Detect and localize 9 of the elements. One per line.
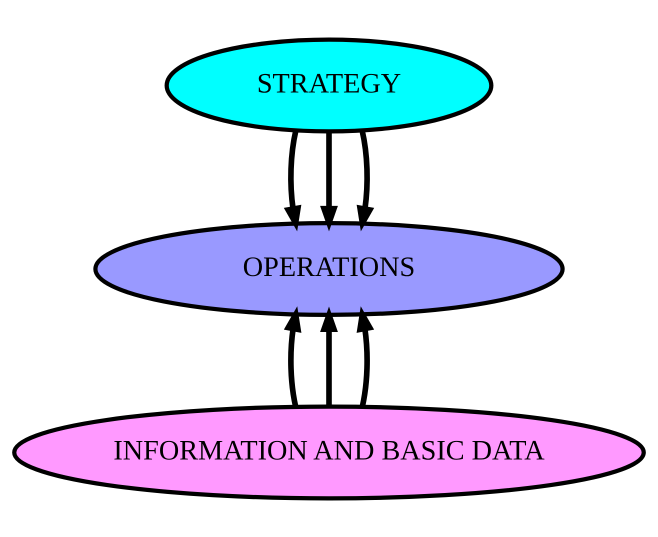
arrow: [356, 306, 374, 407]
node-ellipse: INFORMATION AND BASIC DATA: [12, 404, 646, 500]
node-ellipse: STRATEGY: [164, 37, 494, 133]
node-ellipse: OPERATIONS: [93, 220, 565, 316]
arrow: [356, 130, 374, 231]
arrow: [320, 306, 338, 406]
arrow: [284, 306, 302, 407]
arrow: [284, 130, 302, 231]
arrow: [320, 131, 338, 231]
